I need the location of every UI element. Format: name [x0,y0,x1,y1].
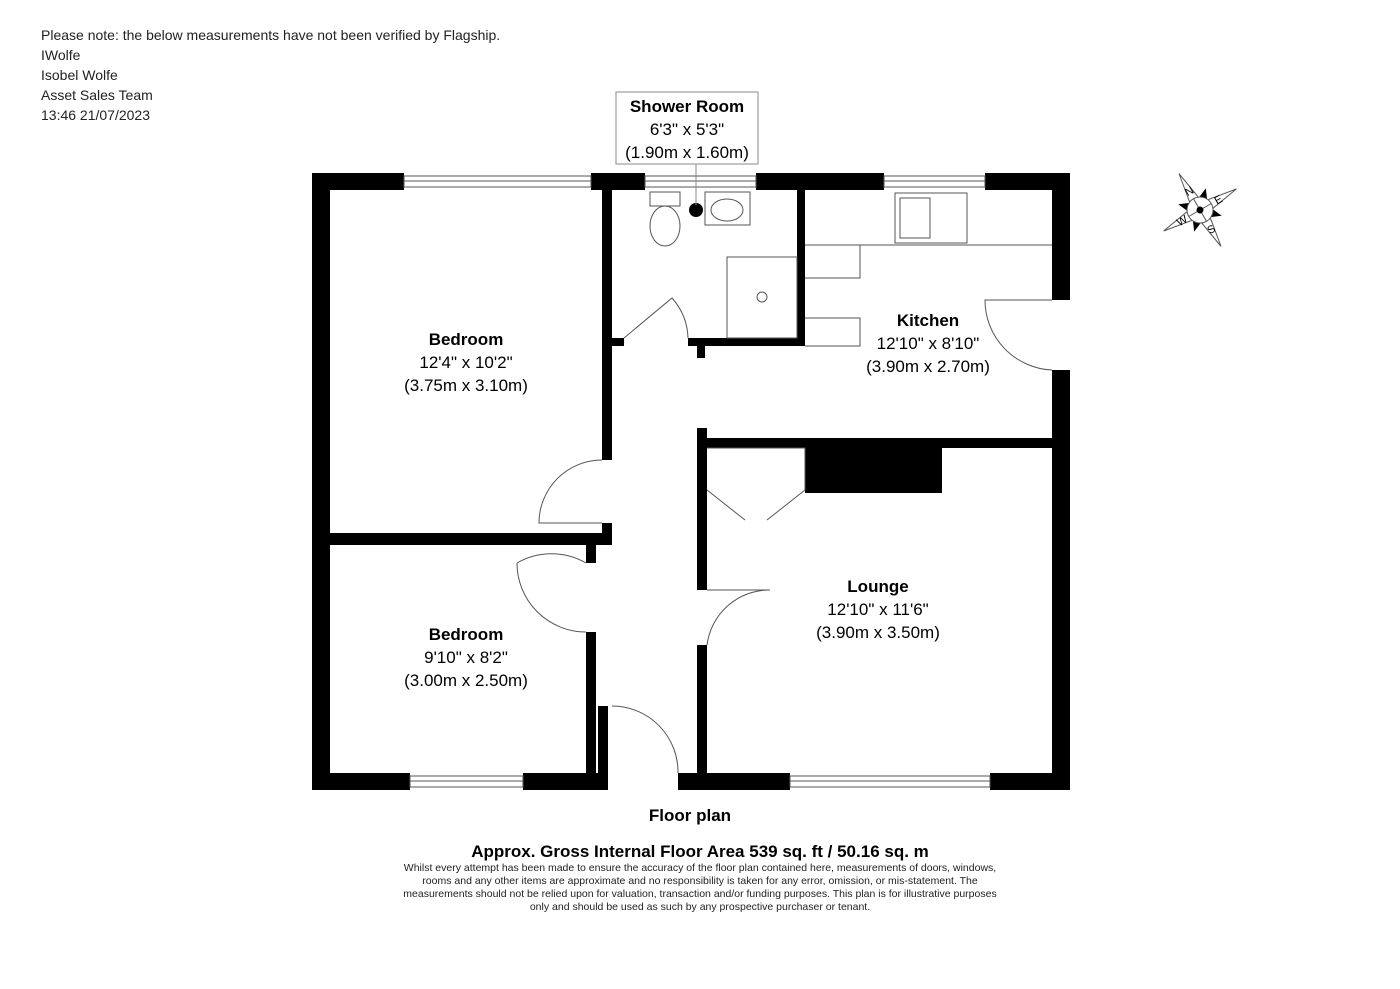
room-name: Kitchen [897,311,959,330]
room-name: Lounge [847,577,908,596]
room-size-imperial: 12'10" x 11'6" [827,600,928,619]
verification-note: Please note: the below measurements have… [41,25,500,125]
note-line: 13:46 21/07/2023 [41,107,150,123]
room-size-imperial: 12'4" x 10'2" [419,353,512,372]
room-labels: Shower Room 6'3" x 5'3" (1.90m x 1.60m) … [404,97,990,690]
note-line: Asset Sales Team [41,87,153,103]
note-line: Isobel Wolfe [41,67,118,83]
disclaimer-line: Whilst every attempt has been made to en… [403,862,997,874]
disclaimer-line: measurements should not be relied upon f… [403,888,997,900]
shower-drain-icon [689,203,703,217]
plan-title: Floor plan [648,806,732,825]
disclaimer: Whilst every attempt has been made to en… [0,862,1400,914]
room-size-metric: (3.75m x 3.10m) [404,376,528,395]
room-name: Bedroom [429,625,504,644]
room-size-metric: (3.90m x 2.70m) [866,357,990,376]
walls [312,173,1070,790]
room-size-metric: (3.90m x 3.50m) [816,623,940,642]
note-line: Please note: the below measurements have… [41,27,501,43]
shower-room-label-box [615,91,759,165]
note-line: IWolfe [41,47,81,63]
room-size-metric: (1.90m x 1.60m) [625,143,749,162]
room-size-imperial: 6'3" x 5'3" [650,120,724,139]
disclaimer-line: only and should be used as such by any p… [529,901,871,913]
floor-area: Approx. Gross Internal Floor Area 539 sq… [471,842,929,861]
room-size-metric: (3.00m x 2.50m) [404,671,528,690]
room-name: Bedroom [429,330,504,349]
windows-doors-fixtures [403,175,1053,788]
room-name: Shower Room [630,97,744,116]
room-size-imperial: 9'10" x 8'2" [424,648,508,667]
compass-icon: N E S W [1163,173,1237,247]
room-size-imperial: 12'10" x 8'10" [877,334,980,353]
disclaimer-line: rooms and any other items are approximat… [422,875,978,887]
